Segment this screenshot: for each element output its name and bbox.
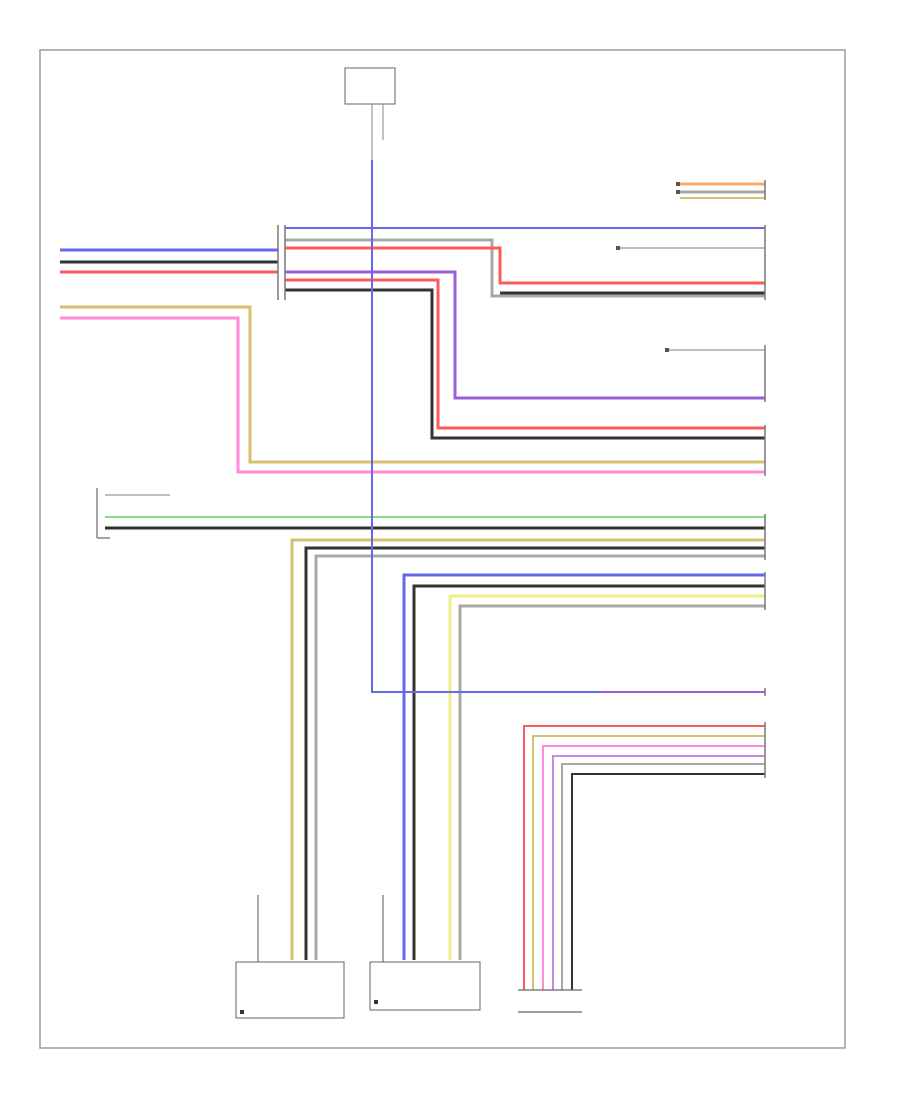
wire-red-br	[523, 725, 765, 990]
wires	[60, 160, 765, 990]
wire-pink-long	[60, 316, 765, 474]
wire-gray-drop2	[458, 604, 765, 960]
terminal-markers	[616, 182, 680, 352]
wire-black-drop2	[412, 584, 765, 960]
connector-bars	[277, 180, 766, 778]
wire-violet-mid	[285, 270, 765, 400]
wire-blue-drop2	[402, 573, 765, 960]
wire-yellow-drop2	[448, 594, 765, 960]
wire-upper-red	[285, 246, 765, 285]
wire-red-mid	[285, 278, 765, 430]
left-module	[96, 488, 110, 539]
wire-black-drop1	[304, 546, 765, 960]
wire-tan-long	[60, 305, 765, 464]
diagram-frame	[39, 49, 846, 1049]
wire-gray-br	[561, 763, 765, 990]
wire-tan-br	[532, 735, 765, 990]
top-component-box	[344, 67, 396, 160]
antenna-amp-1	[235, 895, 345, 1019]
wire-gray-drop1	[314, 554, 765, 960]
wire-upper-gray	[285, 238, 765, 298]
rear-connector	[518, 989, 582, 1013]
wire-black-br	[571, 773, 765, 990]
wire-violet-br	[552, 755, 765, 990]
wire-tan-drop1	[290, 538, 765, 960]
wire-black-mid	[285, 288, 765, 440]
antenna-amp-2	[369, 895, 481, 1011]
wire-pink-br	[542, 745, 765, 990]
